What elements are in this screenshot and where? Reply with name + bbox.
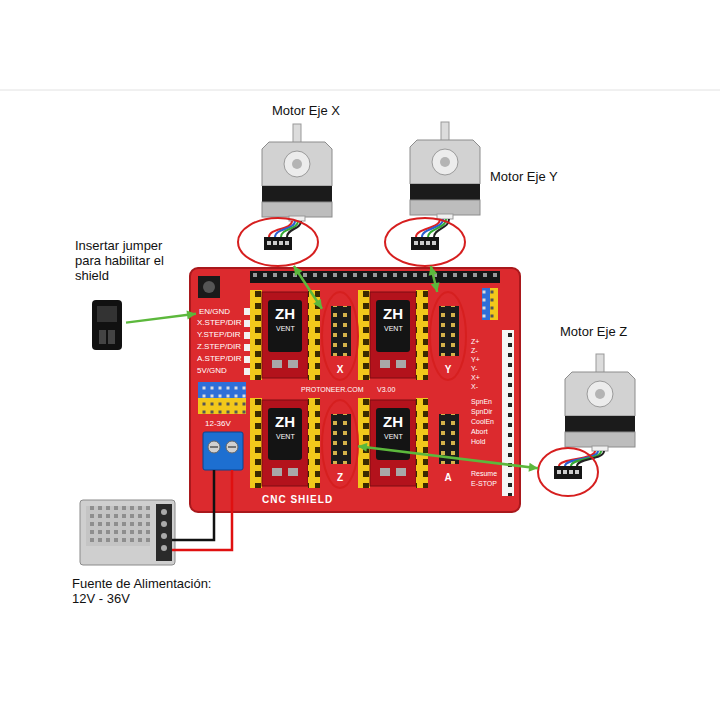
arrowhead (529, 463, 538, 472)
driver-marking: VENT (384, 325, 403, 333)
pin-label: Z- (470, 347, 479, 355)
motor-connector: Motor Eje X (238, 218, 318, 266)
pin-label: X+ (470, 374, 481, 382)
pin-label: Y- (470, 365, 478, 373)
connector (358, 443, 538, 472)
pin-label: Abort (470, 428, 489, 436)
motor-header: X (322, 292, 358, 380)
silkscreen-label: Z.STEP/DIR (196, 343, 242, 352)
driver-marking: ZH (383, 414, 403, 431)
connector (429, 266, 440, 292)
jumper-note: Insertar jumper para habilitar el shield (75, 238, 175, 283)
connector-line (126, 314, 196, 323)
driver-marking: VENT (384, 433, 403, 441)
silkscreen-label: X.STEP/DIR (196, 319, 242, 328)
silkscreen-label: V3.00 (376, 386, 396, 394)
silkscreen-label: Y.STEP/DIR (196, 331, 241, 340)
arrowhead (431, 282, 440, 292)
pin-label: X- (470, 383, 479, 391)
connector (294, 266, 322, 309)
axis-label: Y (430, 364, 466, 376)
motor-title: Motor Eje Y (490, 170, 558, 185)
enable-pins: EN/GND (196, 306, 233, 317)
pin-label: E-STOP (470, 480, 498, 488)
board-name: CNC SHIELD (262, 494, 333, 506)
motor-header: Z (322, 400, 358, 488)
connector-line (294, 266, 322, 309)
driver-marking: ZH (275, 414, 295, 431)
jumper: Insertar jumper para habilitar el shield (88, 298, 126, 352)
driver-marking: ZH (383, 306, 403, 323)
motor-header: A (430, 400, 466, 488)
pin-label: Resume (470, 470, 498, 478)
silkscreen-label: PROTONEER.COM (300, 386, 365, 394)
arrowhead (429, 266, 438, 276)
axis-label: Z (322, 472, 358, 484)
driver-marking: ZH (275, 306, 295, 323)
axis-label: X (322, 364, 358, 376)
axis-label: A (430, 472, 466, 484)
motor-title: Motor Eje X (272, 104, 340, 119)
arrowhead (313, 299, 322, 309)
pin-label: EN/GND (196, 306, 233, 317)
power-supply: Fuente de Alimentación: 12V - 36V (80, 500, 175, 565)
pin-label: CoolEn (470, 418, 495, 426)
arrowhead (294, 266, 303, 276)
arrowhead (187, 310, 196, 319)
pin-label: Y+ (470, 356, 481, 364)
pin-label: Z+ (470, 338, 480, 346)
silkscreen-label: A.STEP/DIR (196, 355, 242, 364)
motor-connector: Motor Eje Y (385, 218, 465, 266)
motor-header: Y (430, 292, 466, 380)
silkscreen-label: 12-36V (204, 420, 232, 429)
power-note: Fuente de Alimentación: 12V - 36V (72, 576, 237, 606)
connector (126, 310, 196, 322)
pin-label: SpnDir (470, 408, 493, 416)
motor-connector: Motor Eje Z (538, 447, 598, 497)
connector-line (358, 446, 538, 468)
arrowhead (358, 443, 367, 452)
motor-title: Motor Eje Z (560, 325, 627, 340)
driver-marking: VENT (276, 325, 295, 333)
driver-marking: VENT (276, 433, 295, 441)
pin-label: SpnEn (470, 398, 493, 406)
pin-label: Hold (470, 438, 486, 446)
silkscreen-label: 5V/GND (196, 367, 228, 376)
